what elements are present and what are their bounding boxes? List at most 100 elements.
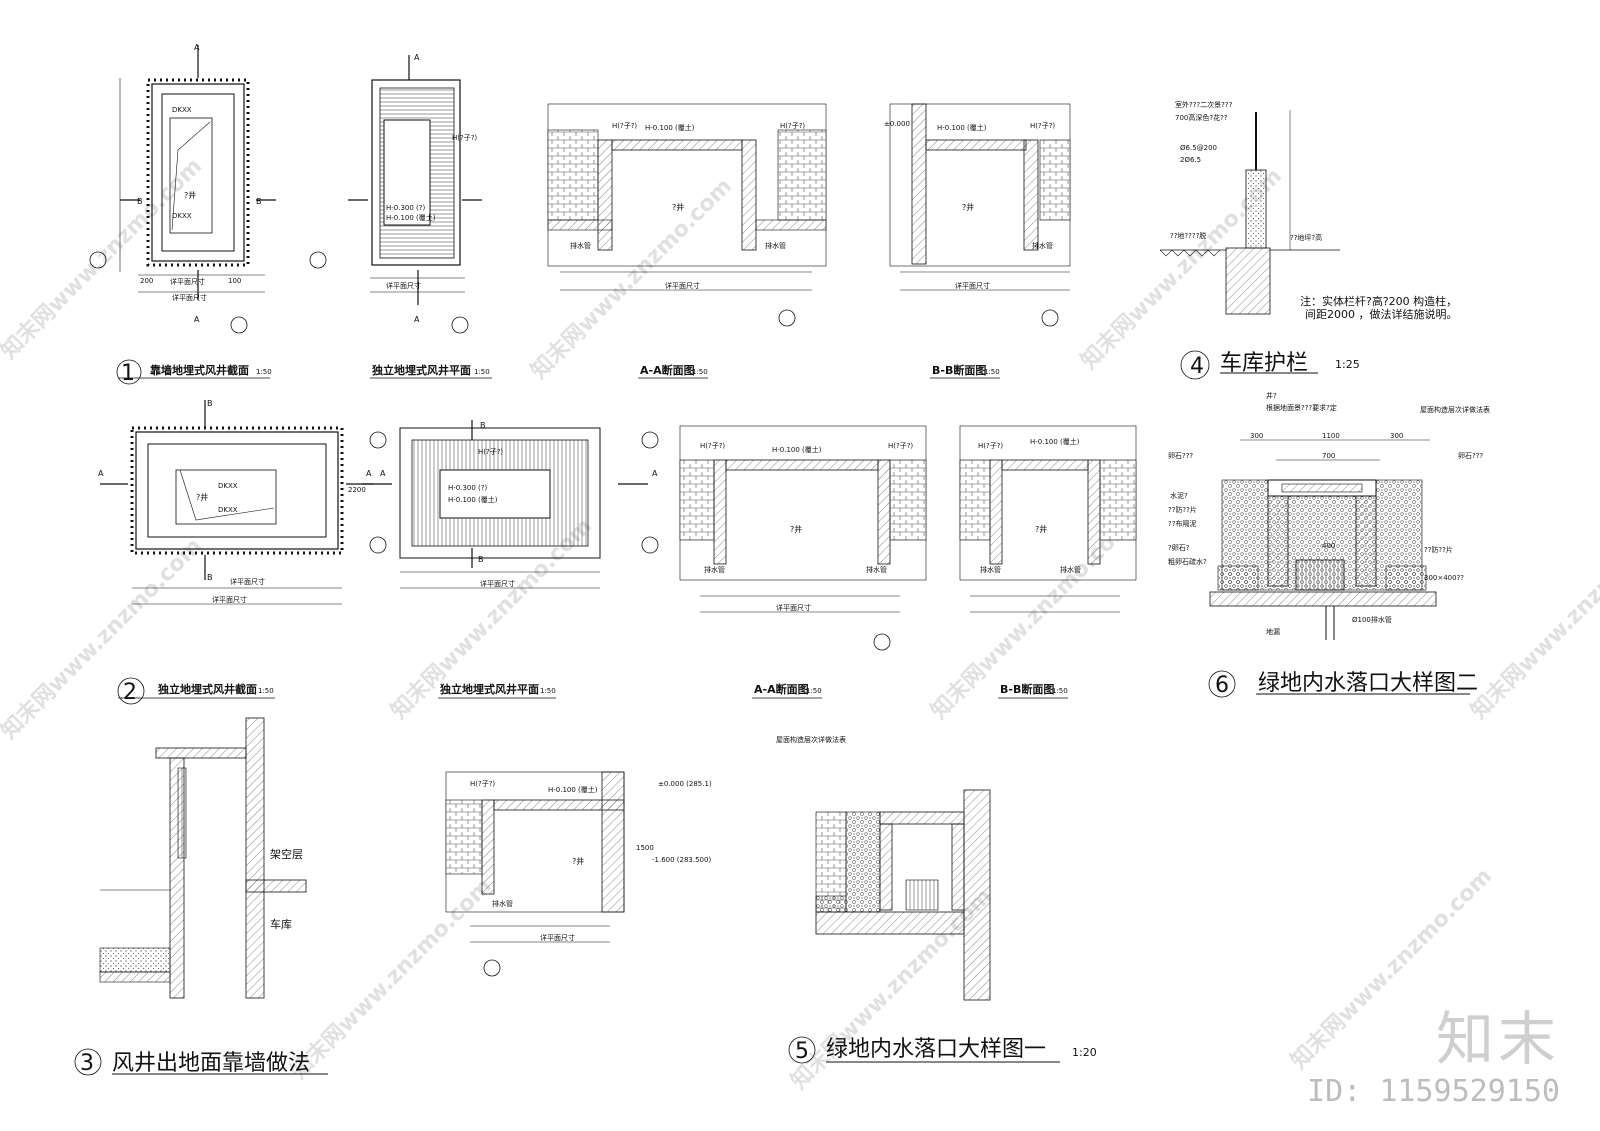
svg-text:??地坪?高: ??地坪?高 [1290, 233, 1322, 242]
svg-text:屋面构造层次详做法表: 屋面构造层次详做法表 [1420, 405, 1490, 414]
svg-text:??防??片: ??防??片 [1424, 545, 1453, 554]
drawing-4-railing [1159, 110, 1340, 380]
svg-text:详平面尺寸: 详平面尺寸 [480, 579, 515, 588]
watermark-text: 知末网www.znzmo.com [0, 533, 207, 744]
brand-logo: 知末 [1435, 1005, 1560, 1073]
svg-text:1: 1 [121, 361, 135, 386]
svg-text:排水管: 排水管 [866, 565, 887, 574]
svg-text:水泥?: 水泥? [1170, 491, 1188, 500]
drawing-1-plan [89, 45, 276, 334]
svg-text:200: 200 [140, 277, 153, 285]
svg-text:H-0.100 (覆土): H-0.100 (覆土) [937, 123, 987, 132]
svg-text:B-B断面图: B-B断面图 [1000, 682, 1054, 696]
svg-text:H-0.100 (覆土): H-0.100 (覆土) [1030, 437, 1080, 446]
drawing-6-labels: 井? 根据地面景???要求?定 屋面构造层次详做法表 300 1100 300 … [1168, 391, 1490, 698]
svg-text:100: 100 [228, 277, 241, 285]
svg-text:H(?子?): H(?子?) [700, 442, 725, 450]
svg-text:H-0.300 (?): H-0.300 (?) [386, 204, 426, 212]
svg-text:1:50: 1:50 [984, 368, 1000, 376]
svg-text:H(?子?): H(?子?) [612, 122, 637, 130]
svg-text:2200: 2200 [348, 486, 366, 494]
svg-text:室外???二次景???: 室外???二次景??? [1175, 100, 1233, 109]
svg-text:井?: 井? [1266, 391, 1277, 400]
svg-text:根据地面景???要求?定: 根据地面景???要求?定 [1266, 403, 1337, 412]
drawing-3b-labels: H(?子?) H-0.100 (覆土) ±0.000 (285.1) -1.60… [470, 780, 712, 942]
svg-text:?井: ?井 [1035, 524, 1047, 534]
drawing-6-detail [1208, 439, 1470, 698]
svg-text:DKXX: DKXX [172, 212, 192, 220]
svg-text:1:50: 1:50 [474, 368, 490, 376]
svg-text:1:50: 1:50 [258, 687, 274, 695]
svg-text:A: A [414, 315, 420, 324]
svg-text:详平面尺寸: 详平面尺寸 [776, 603, 811, 612]
svg-text:车库护栏: 车库护栏 [1220, 351, 1308, 376]
svg-text:详平面尺寸: 详平面尺寸 [540, 933, 575, 942]
svg-text:??防??片: ??防??片 [1168, 505, 1197, 514]
svg-text:排水管: 排水管 [980, 565, 1001, 574]
drawing-1c-labels: H(?子?) H-0.100 (覆土) H(?子?) ?井 排水管 排水管 详平… [570, 122, 805, 290]
svg-text:独立地埋式风井截面: 独立地埋式风井截面 [157, 682, 257, 696]
svg-text:B: B [256, 197, 262, 206]
svg-text:5: 5 [795, 1039, 809, 1064]
svg-text:H(?子?): H(?子?) [1030, 122, 1055, 130]
svg-text:1:20: 1:20 [1072, 1046, 1097, 1059]
svg-text:Ø100排水管: Ø100排水管 [1352, 615, 1392, 624]
svg-text:排水管: 排水管 [704, 565, 725, 574]
svg-text:排水管: 排水管 [492, 899, 513, 908]
drawing-1d-section [889, 103, 1071, 327]
svg-text:H(?子?): H(?子?) [452, 134, 477, 142]
svg-text:2: 2 [123, 680, 137, 705]
svg-text:Ø6.5@200: Ø6.5@200 [1180, 144, 1217, 152]
svg-text:注：实体栏杆?高?200 构造柱，: 注：实体栏杆?高?200 构造柱， [1300, 294, 1457, 308]
svg-text:A: A [652, 469, 658, 478]
svg-text:车库: 车库 [270, 917, 292, 931]
drawing-3-wall [74, 717, 328, 1076]
svg-text:700高深色?花??: 700高深色?花?? [1175, 113, 1228, 122]
svg-text:6: 6 [1215, 673, 1229, 698]
row1-titles: 1 靠墙地埋式风井截面 1:50 独立地埋式风井平面 1:50 A-A断面图 1… [116, 359, 1000, 386]
svg-text:±0.000: ±0.000 [884, 120, 910, 128]
svg-text:详平面尺寸: 详平面尺寸 [230, 577, 265, 586]
svg-text:绿地内水落口大样图一: 绿地内水落口大样图一 [826, 1037, 1046, 1062]
svg-text:DKXX: DKXX [172, 106, 192, 114]
drawing-1d-labels: ±0.000 H-0.100 (覆土) H(?子?) ?井 排水管 详平面尺寸 [884, 120, 1055, 290]
watermark-text: 知末网www.znzmo.com [286, 873, 497, 1084]
svg-text:H-0.100 (覆土): H-0.100 (覆土) [772, 445, 822, 454]
svg-text:排水管: 排水管 [570, 241, 591, 250]
drawing-1b-labels: A A H-0.300 (?) H-0.100 (覆土) H(?子?) 详平面尺… [386, 53, 477, 324]
svg-text:卵石???: 卵石??? [1168, 451, 1193, 460]
svg-text:详平面尺寸: 详平面尺寸 [665, 281, 700, 290]
svg-text:1:50: 1:50 [256, 368, 272, 376]
svg-text:H(?子?): H(?子?) [888, 442, 913, 450]
svg-text:A-A断面图: A-A断面图 [754, 682, 809, 696]
drawing-2c-section [679, 425, 927, 651]
svg-text:1:50: 1:50 [540, 687, 556, 695]
watermark-text: 知末网www.znzmo.com [0, 153, 207, 364]
svg-text:A: A [380, 469, 386, 478]
svg-text:?井: ?井 [672, 202, 684, 212]
svg-text:-1.600 (283.500): -1.600 (283.500) [652, 856, 711, 864]
svg-text:?卵石?: ?卵石? [1168, 543, 1190, 552]
svg-text:H-0.100 (覆土): H-0.100 (覆土) [386, 213, 436, 222]
svg-text:排水管: 排水管 [1032, 241, 1053, 250]
drawing-2b-labels: B B A A H-0.300 (?) H-0.100 (覆土) H(?子?) … [380, 421, 658, 588]
svg-text:1100: 1100 [1322, 432, 1340, 440]
drawing-2-plan [100, 400, 387, 605]
svg-text:400: 400 [1322, 542, 1335, 550]
svg-text:H(?子?): H(?子?) [470, 780, 495, 788]
svg-text:独立地埋式风井平面: 独立地埋式风井平面 [371, 363, 471, 377]
drawing-3-labels: 架空层 车库 3 风井出地面靠墙做法 [80, 847, 310, 1076]
svg-text:详平面尺寸: 详平面尺寸 [386, 281, 421, 290]
watermark-text: 知末网www.znzmo.com [1466, 513, 1600, 724]
svg-text:B-B断面图: B-B断面图 [932, 363, 986, 377]
svg-text:??地????脱: ??地????脱 [1170, 231, 1206, 240]
drawing-2-labels: B B A A DKXX DKXX ?井 详平面尺寸 详平面尺寸 2200 [98, 399, 372, 604]
svg-text:A: A [414, 53, 420, 62]
drawing-1-plan-labels: A A B B DKXX DKXX ?井 详平面尺寸 详平面尺寸 200 100 [137, 43, 262, 324]
svg-text:粗卵石疏水?: 粗卵石疏水? [1168, 557, 1207, 566]
svg-text:700: 700 [1322, 452, 1335, 460]
svg-text:B: B [207, 399, 213, 408]
svg-text:?井: ?井 [962, 202, 974, 212]
brand-id: ID: 1159529150 [1307, 1074, 1560, 1109]
svg-text:间距2000 ，做法详结施说明。: 间距2000 ，做法详结施说明。 [1305, 307, 1458, 321]
